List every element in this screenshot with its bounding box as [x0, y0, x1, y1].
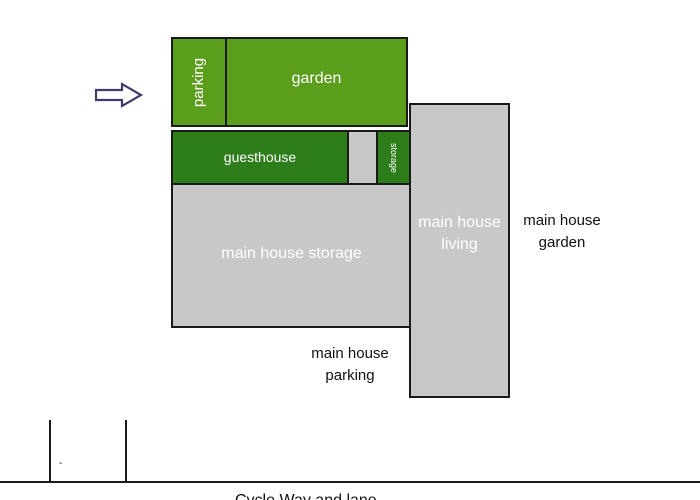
right-arrow-icon [94, 82, 144, 108]
street-label: Cycle Way and lane [235, 492, 377, 500]
main-house-parking-label: main house parking [300, 343, 400, 387]
main-house-storage-label: main house storage [221, 245, 362, 262]
guesthouse-area: guesthouse [171, 130, 349, 185]
storage-area: storage [376, 130, 412, 185]
storage-label: storage [389, 142, 399, 173]
main-house-living-area: main house living [409, 103, 510, 398]
main-house-living-label-line1: main house [418, 214, 501, 231]
parking-label: parking [190, 57, 208, 107]
garden-area: garden [225, 37, 408, 127]
gap-area [347, 130, 378, 185]
bottom-vertical-line-right [125, 420, 127, 482]
bottom-street-box: Cycle Way and lane [0, 481, 700, 500]
parking-area: parking [171, 37, 227, 127]
main-house-parking-line1: main house [311, 345, 389, 362]
main-house-garden-line1: main house [523, 212, 601, 229]
main-house-garden-label: main house garden [512, 210, 612, 254]
main-house-garden-line2: garden [538, 234, 586, 251]
guesthouse-label: guesthouse [223, 148, 297, 165]
main-house-parking-line2: parking [325, 367, 375, 384]
dash-mark: - [59, 458, 63, 469]
main-house-living-label-line2: living [441, 236, 478, 253]
garden-label: garden [291, 70, 342, 87]
bottom-vertical-line-left [49, 420, 51, 482]
